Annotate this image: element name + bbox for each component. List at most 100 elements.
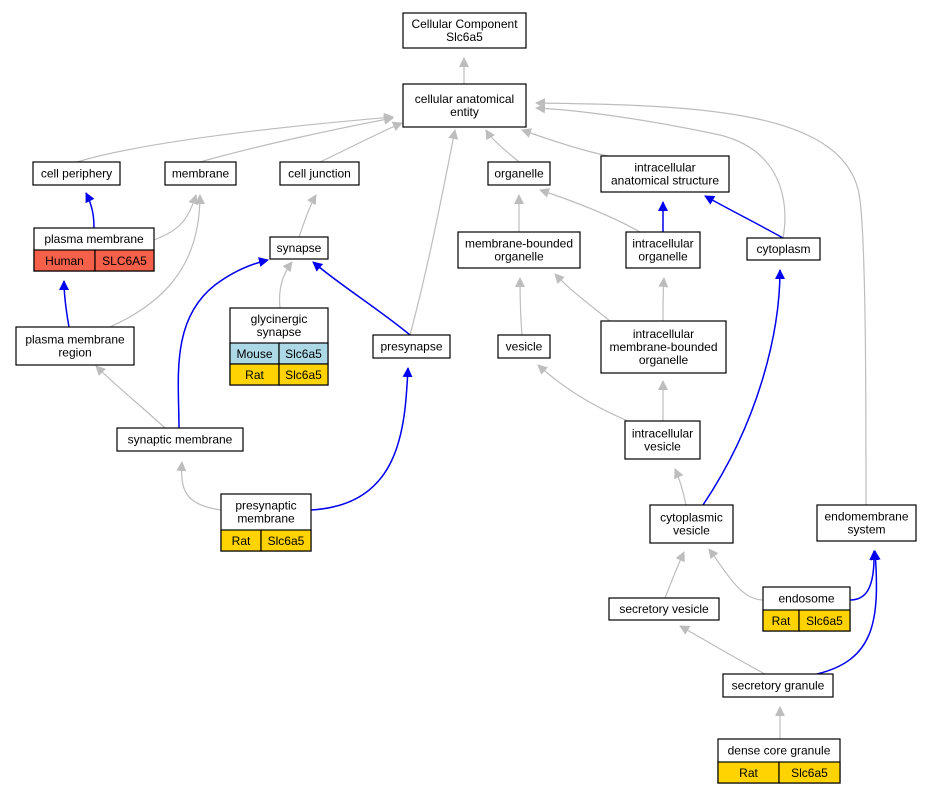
edge-synaptic-membrane-to-synapse	[177, 257, 269, 429]
node-organelle[interactable]: organelle	[487, 161, 551, 186]
edge-cyto-vesicle-to-cytoplasm	[702, 269, 785, 506]
node-label: cytoplasm	[756, 242, 810, 256]
species-label: Rat	[245, 368, 264, 382]
gene-label: Slc6a5	[285, 347, 322, 361]
edge-cytoplasm-to-ias	[704, 195, 784, 239]
edge-glycinergic-to-synapse	[278, 261, 293, 309]
gene-label: SLC6A5	[102, 254, 147, 268]
node-synaptic-membrane[interactable]: synaptic membrane	[116, 427, 244, 452]
node-secretory-granule[interactable]: secretory granule	[722, 673, 834, 698]
node-vesicle[interactable]: vesicle	[497, 334, 551, 359]
edge-endosome-to-cyto-vesicle	[708, 548, 764, 601]
node-label: secretory granule	[732, 679, 825, 693]
gene-label: Slc6a5	[806, 614, 843, 628]
edge-pmr-to-membrane	[109, 194, 205, 328]
edge-cytoplasm-to-cae	[535, 103, 786, 239]
edge-secretory-granule-to-secretory-vesicle	[679, 625, 766, 675]
edge-imbo-to-mbo	[554, 273, 611, 322]
node-presynapse[interactable]: presynapse	[372, 334, 451, 359]
gene-label: Slc6a5	[791, 766, 828, 780]
node-box	[600, 320, 727, 374]
node-box	[457, 231, 581, 269]
node-label: cell junction	[288, 167, 351, 181]
node-cell-junction[interactable]: cell junction	[279, 161, 360, 186]
edge-iv-to-vesicle	[537, 364, 629, 422]
node-box	[269, 236, 329, 260]
node-secretory-vesicle[interactable]: secretory vesicle	[608, 597, 720, 621]
edge-membrane-to-cae	[199, 114, 394, 163]
node-box	[402, 12, 527, 49]
node-label: endosome	[778, 592, 834, 606]
edges-layer	[59, 57, 881, 739]
node-box	[497, 334, 551, 359]
edge-presyn-membrane-to-presynapse	[310, 367, 413, 511]
node-box	[372, 334, 451, 359]
edge-presynapse-to-cae	[409, 129, 459, 336]
edge-cyto-vesicle-to-iv	[674, 468, 687, 506]
node-label: dense core granule	[728, 744, 831, 758]
edge-pmr-to-plasma-membrane	[59, 280, 70, 328]
gene-cell	[278, 363, 329, 386]
node-box	[15, 326, 135, 366]
gene-cell	[260, 529, 312, 552]
species-label: Rat	[772, 614, 791, 628]
node-label: plasma membrane	[44, 232, 144, 246]
node-label: membrane	[172, 167, 230, 181]
node-box	[624, 420, 701, 460]
node-box	[279, 161, 360, 186]
node-label: vesicle	[506, 340, 543, 354]
species-label: Rat	[232, 534, 251, 548]
edge-organelle-to-cae	[485, 129, 520, 163]
edge-presyn-membrane-to-synaptic-membrane	[176, 461, 222, 511]
node-box	[608, 597, 720, 621]
edge-imbo-to-io	[658, 277, 669, 322]
node-box	[32, 161, 121, 186]
node-label: synaptic membrane	[128, 433, 233, 447]
node-label: secretory vesicle	[619, 602, 709, 616]
node-box	[625, 231, 701, 269]
node-box	[402, 83, 527, 128]
node-cytoplasm[interactable]: cytoplasm	[746, 237, 821, 261]
edge-secretory-vesicle-to-cyto-vesicle	[664, 551, 685, 599]
gene-label: Slc6a5	[268, 534, 305, 548]
edge-synapse-to-cell-junction	[298, 194, 317, 238]
edge-endomembrane-to-cae	[535, 98, 867, 506]
node-box	[487, 161, 551, 186]
gene-cell	[94, 249, 155, 272]
node-membrane[interactable]: membrane	[164, 161, 237, 186]
edge-synaptic-membrane-to-pmr	[95, 365, 166, 429]
node-cell-periphery[interactable]: cell periphery	[32, 161, 121, 186]
node-synapse[interactable]: synapse	[269, 236, 329, 260]
node-box	[649, 504, 734, 544]
species-label: Human	[45, 254, 84, 268]
edge-plasma-membrane-to-membrane	[153, 194, 199, 241]
edge-cell-junction-to-cae	[319, 121, 403, 163]
node-box	[600, 155, 730, 193]
edge-io-to-organelle	[539, 188, 641, 233]
